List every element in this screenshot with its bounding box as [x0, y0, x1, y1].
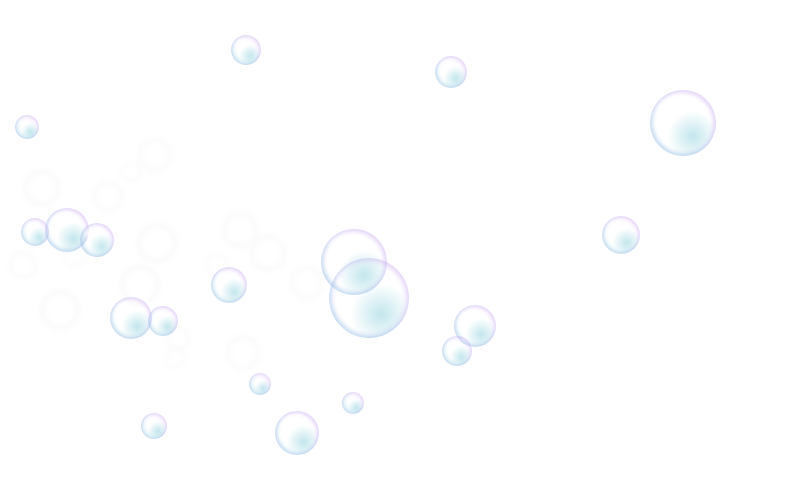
blurred-bubble: [226, 336, 260, 370]
soap-bubble: [249, 373, 271, 395]
soap-bubble: [342, 392, 364, 414]
soap-bubble: [435, 56, 467, 88]
soap-bubble: [21, 218, 49, 246]
soap-bubble: [650, 90, 716, 156]
blurred-bubble: [24, 170, 60, 206]
blurred-bubble: [93, 182, 123, 212]
soap-bubble: [148, 306, 178, 336]
blurred-bubble: [250, 235, 286, 271]
soap-bubble: [141, 413, 167, 439]
blurred-bubble: [121, 162, 141, 182]
blurred-bubble: [137, 223, 177, 263]
soap-bubble: [110, 297, 152, 339]
soap-bubble: [442, 336, 472, 366]
soap-bubble: [602, 216, 640, 254]
soap-bubble: [275, 411, 319, 455]
soap-bubble: [231, 35, 261, 65]
soap-bubble: [321, 229, 387, 295]
blurred-bubble: [9, 251, 37, 279]
blurred-bubble: [290, 266, 324, 300]
blurred-bubble: [138, 138, 172, 172]
blurred-bubble: [222, 212, 258, 248]
blurred-bubble: [165, 348, 185, 368]
soap-bubble: [80, 223, 114, 257]
soap-bubble: [15, 115, 39, 139]
soap-bubble: [211, 267, 247, 303]
blurred-bubble: [40, 290, 80, 330]
